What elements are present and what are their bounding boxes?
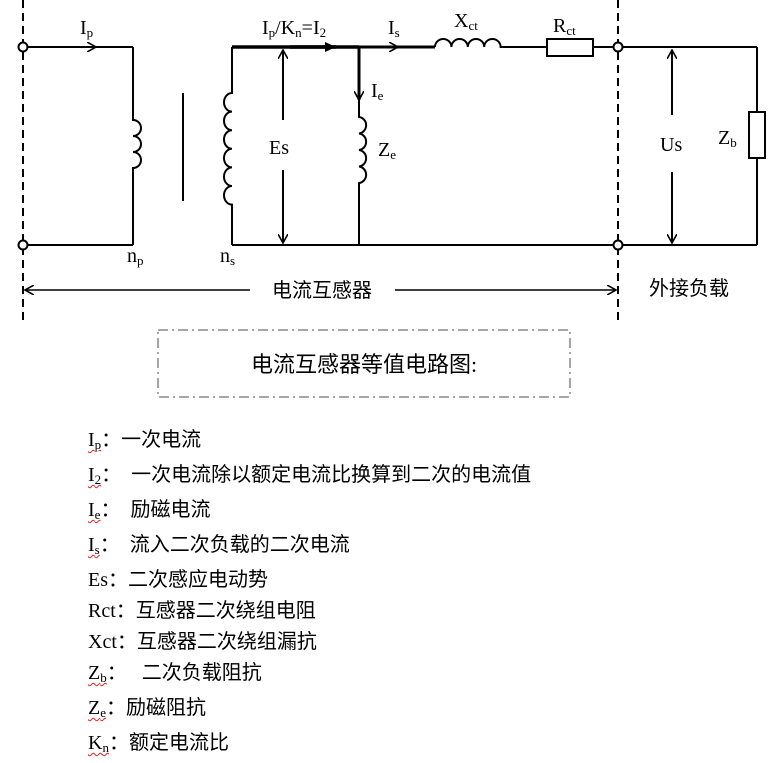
legend-separator: ： — [115, 600, 136, 622]
label-is: Is — [388, 17, 400, 40]
label-ns: ns — [220, 245, 235, 268]
legend-item: Kn：额定电流比 — [88, 728, 531, 763]
label-ie: Ie — [371, 80, 384, 103]
legend-item: I2： 一次电流除以额定电流比换算到二次的电流值 — [88, 460, 531, 495]
diagram-title: 电流互感器等值电路图: — [251, 352, 477, 377]
legend-separator: ： — [106, 697, 126, 719]
label-ip: Ip — [80, 17, 93, 40]
xct-inductor — [434, 38, 547, 48]
legend-symbol: Zb — [88, 662, 107, 685]
ct-section-label: 电流互感器 — [272, 279, 372, 302]
legend-symbol: Xct — [88, 631, 117, 653]
legend-item: Ie： 励磁电流 — [88, 495, 531, 530]
legend-description: 励磁电流 — [130, 499, 211, 521]
legend-separator: ： — [106, 662, 142, 684]
legend-item: Rct：互感器二次绕组电阻 — [88, 596, 531, 627]
legend-description: 一次电流 — [121, 429, 202, 451]
legend-item: Ze：励磁阻抗 — [88, 693, 531, 728]
legend-item: Ip：一次电流 — [88, 425, 531, 460]
terminal — [612, 239, 624, 251]
zb-load-resistor — [748, 111, 766, 159]
load-section-label: 外接负载 — [649, 277, 729, 300]
label-xct: Xct — [454, 10, 478, 33]
ze-inductor — [358, 100, 368, 245]
primary-winding — [132, 47, 142, 245]
rct-resistor — [546, 38, 594, 57]
legend-description: 额定电流比 — [128, 732, 229, 754]
legend-symbol: Is — [88, 534, 100, 557]
legend-symbol: Kn — [88, 732, 109, 755]
equivalent-circuit-diagram: Ip Ip/Kn=I2 Is Xct Rct Ie Ze Es Us Zb np… — [17, 0, 766, 398]
legend-symbol: Ip — [88, 429, 102, 452]
legend-item: Is： 流入二次负载的二次电流 — [88, 530, 531, 565]
legend-symbol: Ze — [88, 697, 106, 720]
legend-description: 励磁阻抗 — [126, 697, 206, 719]
title-box — [157, 329, 571, 398]
label-np: np — [127, 245, 144, 268]
secondary-winding — [223, 47, 233, 245]
legend-symbol: Ie — [88, 499, 101, 522]
terminal — [17, 41, 29, 53]
legend-separator: ： — [116, 631, 137, 653]
label-us: Us — [660, 134, 682, 156]
legend-symbol: Rct — [88, 600, 116, 622]
legend-separator: ： — [108, 569, 128, 591]
legend-description: 一次电流除以额定电流比换算到二次的电流值 — [131, 464, 532, 486]
label-rct: Rct — [553, 15, 576, 38]
label-i2-equation: Ip/Kn=I2 — [262, 17, 326, 40]
legend-symbol: Es — [88, 569, 108, 591]
legend-separator: ： — [101, 464, 132, 486]
terminal — [17, 239, 29, 251]
label-ze: Ze — [378, 139, 396, 162]
legend-description: 互感器二次绕组电阻 — [135, 600, 316, 622]
terminal — [612, 41, 624, 53]
legend-description: 互感器二次绕组漏抗 — [136, 631, 317, 653]
label-zb: Zb — [718, 127, 737, 150]
legend-description: 流入二次负载的二次电流 — [129, 534, 350, 556]
legend-separator: ： — [108, 732, 129, 754]
legend-separator: ： — [100, 499, 131, 521]
legend-symbol: I2 — [88, 464, 102, 487]
label-es: Es — [269, 137, 289, 159]
legend-separator: ： — [99, 534, 130, 556]
legend-description: 二次感应电动势 — [128, 569, 268, 591]
legend-separator: ： — [101, 429, 122, 451]
legend-item: Es：二次感应电动势 — [88, 565, 531, 596]
legend-description: 二次负载阻抗 — [141, 662, 262, 684]
legend-item: Zb： 二次负载阻抗 — [88, 658, 531, 693]
legend-item: Xct：互感器二次绕组漏抗 — [88, 627, 531, 658]
